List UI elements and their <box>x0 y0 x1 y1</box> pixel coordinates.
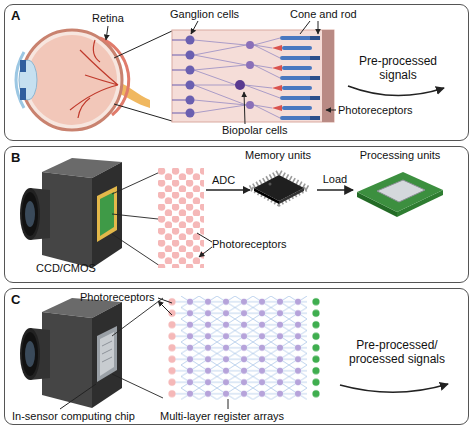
output-arrow <box>340 384 448 392</box>
connector-arrow <box>317 189 353 190</box>
sensor-projection-line <box>112 172 160 266</box>
leader-line <box>244 92 245 124</box>
retina-section <box>172 30 334 122</box>
camera-illustration <box>100 192 114 236</box>
output-arrow <box>348 86 444 96</box>
callout-label: Photoreceptors <box>338 104 413 117</box>
retina-section <box>186 109 195 118</box>
chip-pins <box>250 172 308 204</box>
leader-line <box>60 384 96 409</box>
zoom-line <box>114 31 172 121</box>
retina-section <box>186 66 195 75</box>
heat-spreader <box>377 180 425 202</box>
register-array <box>181 296 307 400</box>
camera-illustration <box>100 332 114 376</box>
retina-section <box>194 40 246 113</box>
camera-illustration <box>20 158 122 268</box>
chip-body <box>254 175 304 201</box>
retina-section <box>272 65 312 71</box>
retina-section <box>280 36 320 40</box>
eye-illustration <box>19 60 37 100</box>
edge-label: Load <box>323 173 347 186</box>
callout-label: Photoreceptors <box>80 291 155 304</box>
retina-section <box>272 45 312 51</box>
retina-section <box>246 41 254 49</box>
output-arrow <box>340 384 448 392</box>
camera-illustration <box>102 341 112 362</box>
panel-letter: B <box>11 150 20 165</box>
memory-chip <box>240 162 316 218</box>
signal-arrow <box>206 189 250 190</box>
leader-line <box>228 399 229 409</box>
retina-section <box>245 38 280 118</box>
retina-section <box>322 30 334 122</box>
callout-label: Biopolar cells <box>222 124 287 137</box>
sensor-projection-line <box>112 298 163 398</box>
component-label: Processing units <box>360 149 441 162</box>
panel-letter: C <box>11 292 20 307</box>
camera-illustration <box>20 158 122 268</box>
eye-illustration <box>27 35 117 125</box>
retina-section <box>280 56 320 60</box>
chip-dot <box>269 183 272 186</box>
photoreceptor-array <box>158 168 204 268</box>
sensor-projection-line <box>112 172 160 266</box>
callout-label: Ganglion cells <box>170 8 239 21</box>
retina-section <box>172 30 334 122</box>
retina-section <box>235 80 245 90</box>
eye-illustration <box>70 40 118 118</box>
eye-illustration <box>16 30 150 130</box>
retina-section <box>186 81 195 90</box>
register-array <box>163 296 325 400</box>
component-node: Processing units <box>353 149 447 229</box>
retina-section <box>272 105 312 111</box>
callout-label: Pre-processed/ processed signals <box>340 338 454 366</box>
eye-illustration <box>100 38 129 115</box>
callout-label: Retina <box>92 12 124 25</box>
camera-illustration <box>20 298 122 408</box>
retina-section <box>246 101 254 109</box>
component-label: Memory units <box>245 149 311 162</box>
callout-label: Pre-processed signals <box>352 54 444 82</box>
callout-label: CCD/CMOS <box>36 262 96 275</box>
output-arrow <box>348 86 444 96</box>
leader-line <box>106 21 336 124</box>
retina-section <box>272 85 312 91</box>
retina-section <box>186 36 195 45</box>
callout-label: ADC <box>212 174 235 187</box>
leader-line <box>60 298 228 409</box>
sensor-projection-line <box>112 298 163 398</box>
leader-line <box>191 21 198 34</box>
camera-illustration <box>20 298 122 408</box>
eye-illustration <box>20 88 26 100</box>
callout-label: In-sensor computing chip <box>12 410 135 423</box>
callout-label: Multi-layer register arrays <box>160 410 284 423</box>
panel-letter: A <box>11 8 20 23</box>
leader-line <box>300 21 318 34</box>
signal-arrow <box>197 233 212 257</box>
eye-illustration <box>20 60 26 72</box>
component-node: Memory units <box>239 149 317 221</box>
retina-section <box>280 96 320 100</box>
register-array <box>307 296 325 400</box>
register-array <box>163 296 181 400</box>
callout-label: Cone and rod <box>290 8 357 21</box>
leader-line <box>106 26 108 40</box>
retina-section <box>186 51 195 60</box>
retina-section <box>172 40 186 113</box>
retina-section <box>246 61 254 69</box>
leader-line <box>158 298 172 315</box>
processor-chip <box>353 162 447 222</box>
retina-section <box>280 116 320 120</box>
retina-section <box>186 96 195 105</box>
leader-line <box>326 110 336 111</box>
board-top <box>357 172 443 212</box>
callout-label: Photoreceptors <box>212 238 287 251</box>
retina-section <box>280 76 320 80</box>
photoreceptor-array <box>158 168 204 268</box>
zoom-line <box>114 31 172 121</box>
